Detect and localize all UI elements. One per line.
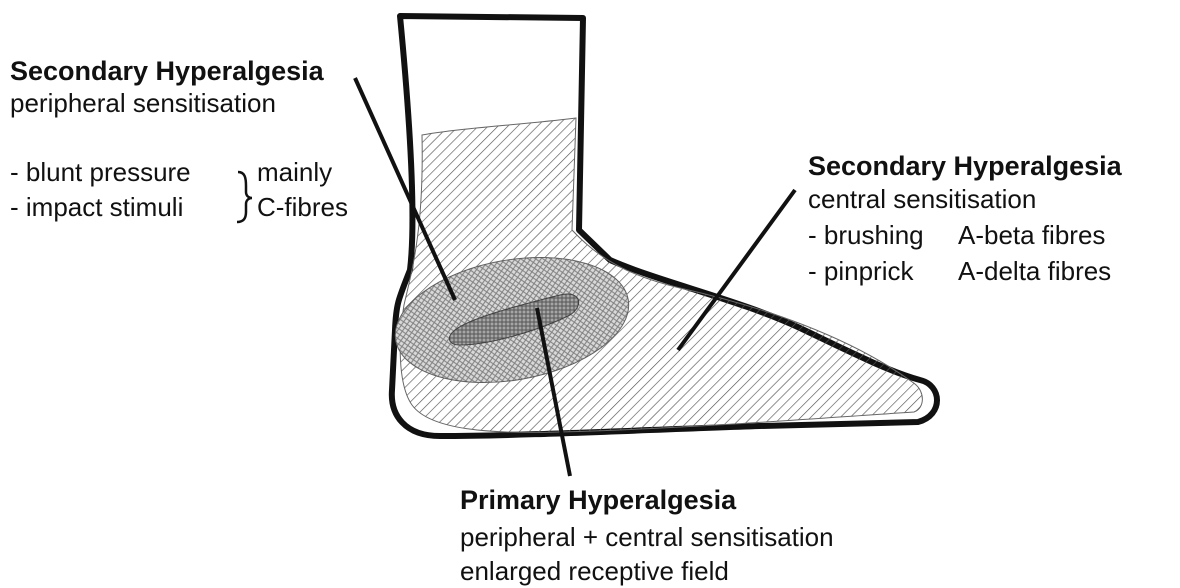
right-label-row-1-fibre: A-beta fibres [958, 220, 1105, 250]
bottom-label-line-1: peripheral + central sensitisation [460, 522, 834, 552]
left-brace [237, 172, 252, 222]
left-label-fibre-line-2: C-fibres [257, 192, 348, 222]
left-label-subtitle: peripheral sensitisation [10, 88, 276, 118]
right-label-row-1-stimulus: - brushing [808, 220, 924, 250]
left-label-item-2: - impact stimuli [10, 192, 183, 222]
left-label-item-1: - blunt pressure [10, 157, 191, 187]
right-label-title: Secondary Hyperalgesia [808, 151, 1123, 181]
left-label-fibre-line-1: mainly [257, 157, 332, 187]
left-label-title: Secondary Hyperalgesia [10, 56, 325, 86]
right-label-row-2-fibre: A-delta fibres [958, 256, 1111, 286]
right-label-row-2-stimulus: - pinprick [808, 256, 914, 286]
bottom-label-title: Primary Hyperalgesia [460, 485, 737, 515]
right-label-subtitle: central sensitisation [808, 184, 1036, 214]
bottom-label-line-2: enlarged receptive field [460, 556, 729, 586]
